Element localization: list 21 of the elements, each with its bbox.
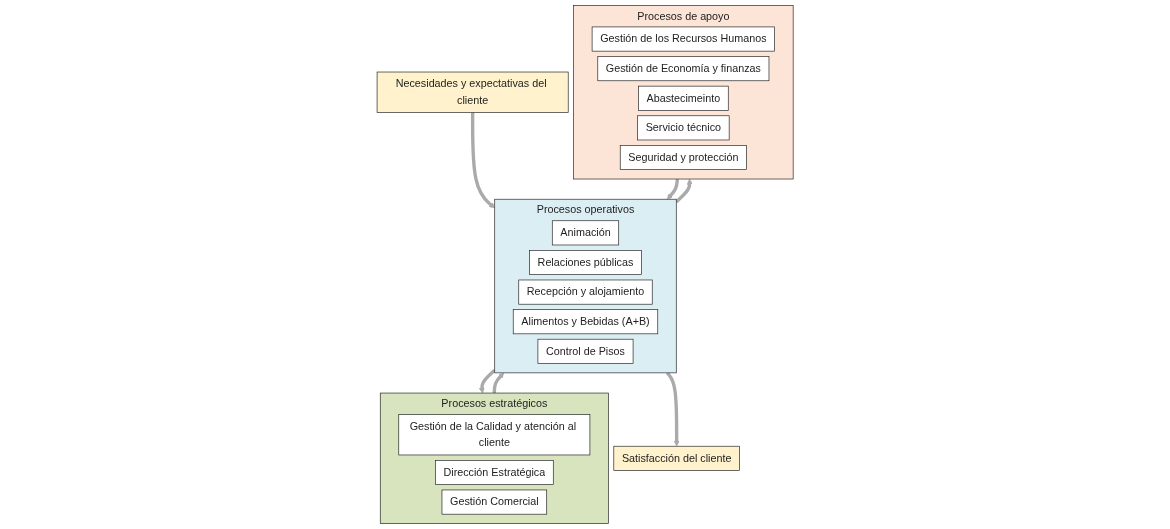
- arrow: [666, 178, 679, 200]
- node-box: Control de Pisos: [537, 338, 634, 364]
- node-box: Dirección Estratégica: [434, 460, 554, 485]
- arrow: [665, 371, 680, 447]
- node-box: Recepción y alojamiento: [518, 279, 653, 305]
- node-box: Necesidades y expectativas del cliente: [376, 71, 569, 113]
- node-box: Gestión de la Calidad y atención al cliente: [398, 414, 591, 456]
- arrow: [675, 178, 693, 204]
- node-box: Gestión Comercial: [441, 489, 547, 515]
- node-box: Gestión de Economía y finanzas: [597, 56, 770, 82]
- node-box: Satisfacción del cliente: [613, 445, 740, 471]
- arrow: [478, 368, 496, 394]
- node-box: Seguridad y protección: [619, 145, 747, 170]
- node-box: Alimentos y Bebidas (A+B): [512, 309, 658, 335]
- node-box: Abastecimeinto: [638, 85, 729, 111]
- node-box: Servicio técnico: [637, 115, 730, 141]
- node-box: Gestión de los Recursos Humanos: [591, 26, 775, 52]
- node-box: Relaciones públicas: [529, 250, 642, 275]
- arrow: [492, 372, 504, 394]
- arrow: [470, 112, 495, 209]
- node-box: Animación: [551, 220, 619, 246]
